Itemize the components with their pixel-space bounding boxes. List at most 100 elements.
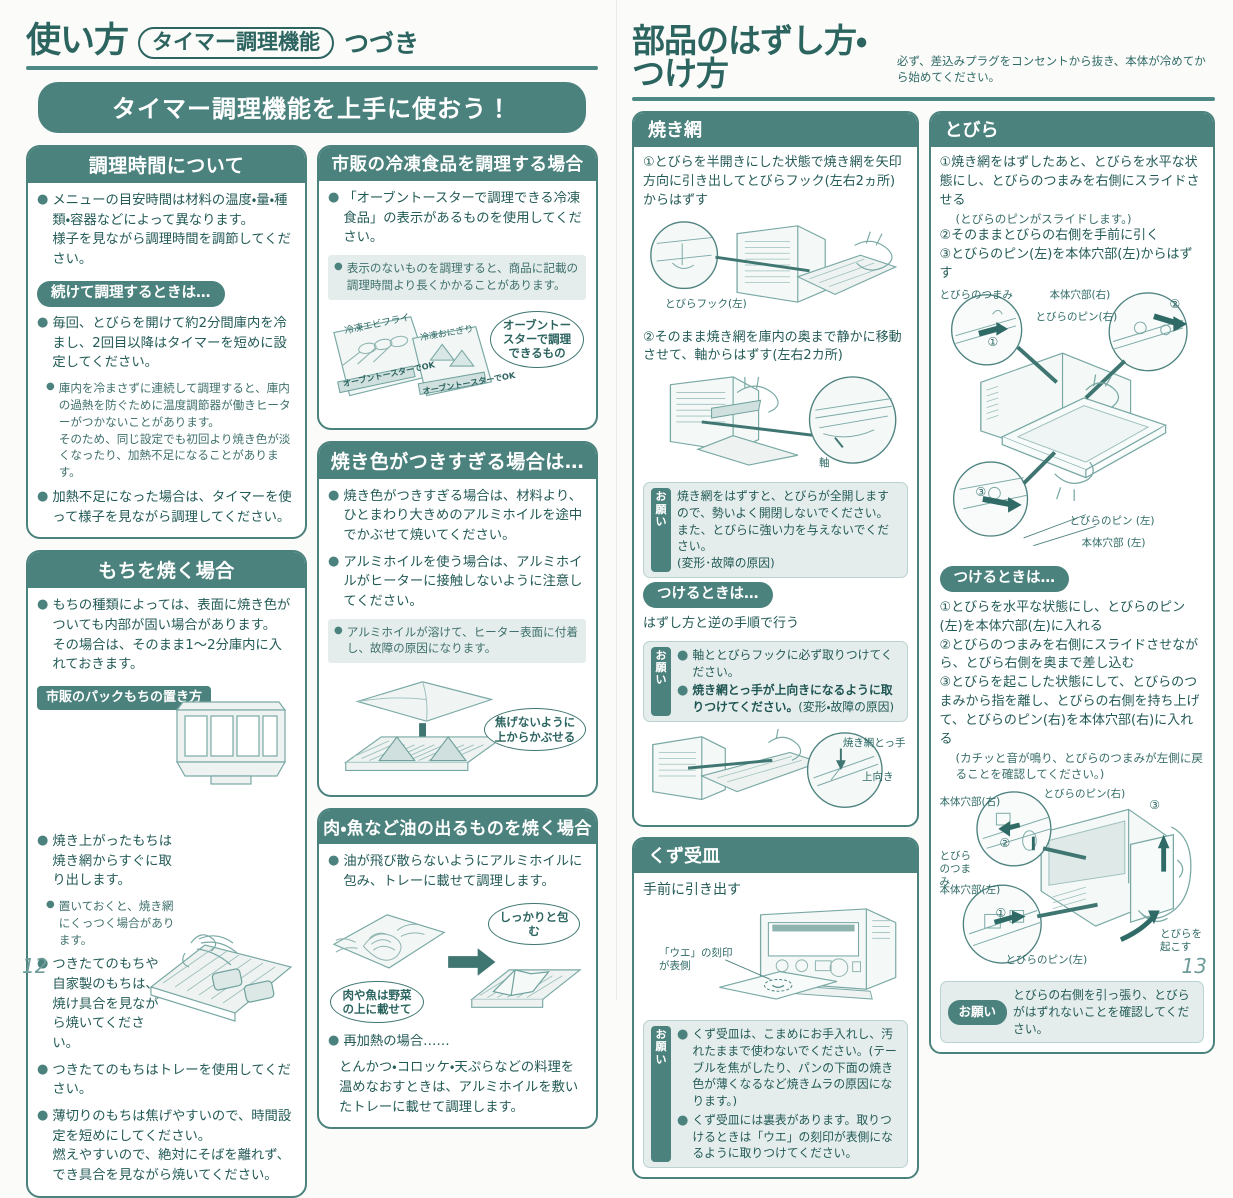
bullet-dot: ● <box>328 190 340 205</box>
header-suffix: つづき <box>344 29 420 58</box>
bullet-text: 薄切りのもちは焦げやすいので、時間設定を短めにしてください。燃えやすいので、絶対… <box>52 1109 292 1184</box>
label-axis: 軸 <box>819 457 830 470</box>
card-title: 調理時間について <box>28 147 305 183</box>
bullet: ● 油が飛び散らないようにアルミホイルに包み、トレーに載せて調理します。 <box>328 852 586 891</box>
label-door-knob: とびらのつまみ <box>939 850 972 889</box>
frozen-packs-figure <box>333 315 493 396</box>
card-frozen-food: 市販の冷凍食品を調理する場合 ● 「オーブントースターで調理できる冷凍食品」の表… <box>317 145 598 430</box>
bullet-text: くず受皿には裏表があります。取りつけるときは「ウエ」の刻印が表側になるように取り… <box>692 1112 893 1161</box>
bullet-dot: ● <box>334 624 343 636</box>
card-cooking-time: 調理時間について ● メニューの目安時間は材料の温度・量・種類・容器などによって… <box>26 145 307 540</box>
bullet-sub: ● 置いておくと、焼き網にくっつく場合があります。 <box>37 898 295 948</box>
bullet-text-tail: (変形・故障の原因) <box>798 700 895 715</box>
crumb-tray-illustration: 「ウエ」の刻印が表側 <box>643 905 908 1013</box>
label-raise-door: とびらを起こす <box>1160 928 1202 954</box>
manual-spread: 使い方 タイマー調理機能 つづき タイマー調理機能を上手に使おう！ 調理時間につ… <box>22 0 1215 1198</box>
oven-open-door-figure <box>650 220 898 303</box>
notice-onegai-crumb: お 願 い ● くず受皿は、こまめにお手入れし、汚れたままで使わないでください。… <box>643 1020 908 1169</box>
notice-onegai-door: お願い とびらの右側を引っ張り、とびらがはずれないことを確認してください。 <box>939 981 1204 1044</box>
oven-axis-detail-figure <box>669 376 897 466</box>
bullet-dot: ● <box>328 853 340 869</box>
attach-step-3: ③とびらを起こした状態にして、とびらのつまみから指を離し、とびらの右側を持ち上げ… <box>939 675 1200 747</box>
card-body: ● 焼き色がつきすぎる場合は、材料より、ひとまわり大きめのアルミホイルを途中でか… <box>319 479 596 796</box>
label-step-num-3: ③ <box>975 484 987 499</box>
label-door-pin-left: とびらのピン (左) <box>1069 514 1155 527</box>
section-grill-net: 焼き網 ①とびらを半開きにした状態で焼き網を矢印方向に引き出してとびらフック(左… <box>632 111 919 827</box>
bullet-dot: ● <box>677 683 689 699</box>
notice-onegai-2: お 願 い ● 軸ととびらフックに必ず取りつけてください。 ● <box>643 640 908 722</box>
left-column-1: 調理時間について ● メニューの目安時間は材料の温度・量・種類・容器などによって… <box>26 145 307 1198</box>
frozen-food-illustration: 冷凍エビフライ オーブントースターでOK 冷凍おにぎり オーブントースターでOK… <box>328 305 586 413</box>
page-number-left: 12 <box>22 954 48 978</box>
bullet-sub: ● アルミホイルが溶けて、ヒーター表面に付着し、故障の原因になります。 <box>334 624 580 658</box>
label-door-knob: とびらのつまみ <box>939 288 1014 301</box>
onegai-badge: お 願 い <box>651 646 671 716</box>
bullet: ● 焼き上がったもちは焼き網からすぐに取り出します。 <box>37 832 295 891</box>
label-body-hole-left: 本体穴部(左) <box>939 884 1001 897</box>
page-spine <box>616 0 617 1000</box>
label-step-num-2: ② <box>999 836 1011 851</box>
bullet: ● くず受皿には裏表があります。取りつけるときは「ウエ」の刻印が表側になるように… <box>677 1112 900 1162</box>
onegai-char-2: 願 <box>655 661 667 675</box>
subheading-attach: つけるときは… <box>643 581 773 608</box>
section-door: とびら ①焼き網をはずしたあと、とびらを水平な状態にし、とびらのつまみを右側にス… <box>928 111 1215 1055</box>
callout-oven-ok: オーブントースターで調理できるもの <box>490 310 584 368</box>
card-too-browned: 焼き色がつきすぎる場合は… ● 焼き色がつきすぎる場合は、材料より、ひとまわり大… <box>317 440 598 798</box>
wire-rack-figure <box>149 934 293 1023</box>
section-banner: タイマー調理機能を上手に使おう！ <box>38 82 586 133</box>
bullet: ● 軸ととびらフックに必ず取りつけてください。 <box>677 647 900 681</box>
card-body: ● 油が飛び散らないようにアルミホイルに包み、トレーに載せて調理します。 <box>319 844 596 1127</box>
onegai-badge: お 願 い <box>651 488 671 572</box>
note-tinted: ● アルミホイルが溶けて、ヒーター表面に付着し、故障の原因になります。 <box>328 618 586 664</box>
bullet: ● 毎回、とびらを開けて約2分間庫内を冷まし、2回目以降はタイマーを短めに設定し… <box>37 314 295 373</box>
bullet: ● 焼き色がつきすぎる場合は、材料より、ひとまわり大きめのアルミホイルを途中でか… <box>328 487 586 546</box>
label-step-num-1: ① <box>995 906 1007 921</box>
bullet: ● くず受皿は、こまめにお手入れし、汚れたままで使わないでください。(テーブルを… <box>677 1026 900 1110</box>
bullet: ● アルミホイルを使う場合は、アルミホイルがヒーターに接触しないように注意してく… <box>328 553 586 612</box>
bullet-text: 置いておくと、焼き網にくっつく場合があります。 <box>58 898 175 947</box>
bullet-text: もちの種類によっては、表面に焼き色がついても内部が固い場合があります。その場合は… <box>52 598 291 673</box>
grill-net-removal-illustration-1: とびらフック(左) <box>643 216 908 324</box>
callout-meat-on-veg: 肉や魚は野菜の上に載せて <box>330 980 424 1024</box>
onegai-badge: お 願 い <box>651 1026 671 1163</box>
card-body: ● メニューの目安時間は材料の温度・量・種類・容器などによって異なります。様子を… <box>28 183 305 537</box>
bullet-dot: ● <box>677 1027 689 1043</box>
onegai-char-2: 願 <box>655 502 667 516</box>
foil-wrap-illustration: 肉や魚は野菜の上に載せて しっかりと包む <box>328 899 586 1027</box>
bullet-sub: ● 表示のないものを調理すると、商品に記載の調理時間より長くかかることがあります… <box>334 260 580 294</box>
label-facing-up: 上向き <box>862 770 894 783</box>
page-title: 部品のはずし方・つけ方 <box>632 21 867 93</box>
card-title: 市販の冷凍食品を調理する場合 <box>319 147 596 181</box>
bullet-text: 軸ととびらフックに必ず取りつけてください。 <box>692 647 893 679</box>
onegai-char-1: お <box>655 1028 667 1042</box>
right-column-2: とびら ①焼き網をはずしたあと、とびらを水平な状態にし、とびらのつまみを右側にス… <box>928 111 1215 1179</box>
bullet-dot: ● <box>328 553 340 569</box>
callout-cover-from-above: 焦げないように上からかぶせる <box>484 708 586 751</box>
label-door-pin-right: とびらのピン(右) <box>1043 788 1126 801</box>
bullet-text-strong: 焼き網とっ手が上向きになるように取りつけてください。 <box>692 683 893 715</box>
label-step-num-3: ③ <box>1149 798 1160 813</box>
foil-cover-illustration: 焦げないように上からかぶせる <box>328 668 586 780</box>
bullet-text: 毎回、とびらを開けて約2分間庫内を冷まし、2回目以降はタイマーを短めに設定してく… <box>52 316 287 371</box>
bullet-text: 再加熱の場合…… <box>343 1033 450 1049</box>
bullet-dot: ● <box>334 261 343 273</box>
onegai-char-2: 願 <box>655 1040 667 1054</box>
left-columns: 調理時間について ● メニューの目安時間は材料の温度・量・種類・容器などによって… <box>26 145 598 1198</box>
bullet-dot: ● <box>37 1108 49 1124</box>
card-oily-foods: 肉・魚など油の出るものを焼く場合 ● 油が飛び散らないようにアルミホイルに包み、… <box>317 808 598 1130</box>
subheading-pill: 続けて調理するときは… <box>37 280 225 308</box>
mochi-pack-illustration <box>165 692 297 831</box>
bullet: ● 「オーブントースターで調理できる冷凍食品」の表示があるものを使用してください… <box>328 189 586 248</box>
label-body-hole-right: 本体穴部(右) <box>1049 288 1111 301</box>
bullet: ● もちの種類によっては、表面に焼き色がついても内部が固い場合があります。その場… <box>37 596 295 675</box>
attach-step-1: ①とびらを水平な状態にし、とびらのピン(左)を本体穴部(左)に入れる <box>939 599 1186 634</box>
bullet: ● 焼き網とっ手が上向きになるように取りつけてください。(変形・故障の原因) <box>677 682 900 716</box>
bullet: ● メニューの目安時間は材料の温度・量・種類・容器などによって異なります。様子を… <box>37 191 295 270</box>
label-step-num-2: ② <box>1169 296 1181 311</box>
net-handle-up-figure <box>652 728 883 808</box>
attach-step-2: ②とびらのつまみを右側にスライドさせながら、とびら右側を奥まで差し込む <box>939 637 1199 672</box>
label-body-hole-right: 本体穴部(右) <box>939 796 1001 809</box>
callout-wrap-tight: しっかりと包む <box>488 902 580 946</box>
onegai-char-1: お <box>655 648 667 662</box>
bullet: ● 薄切りのもちは焦げやすいので、時間設定を短めにしてください。燃えやすいので、… <box>37 1107 295 1186</box>
